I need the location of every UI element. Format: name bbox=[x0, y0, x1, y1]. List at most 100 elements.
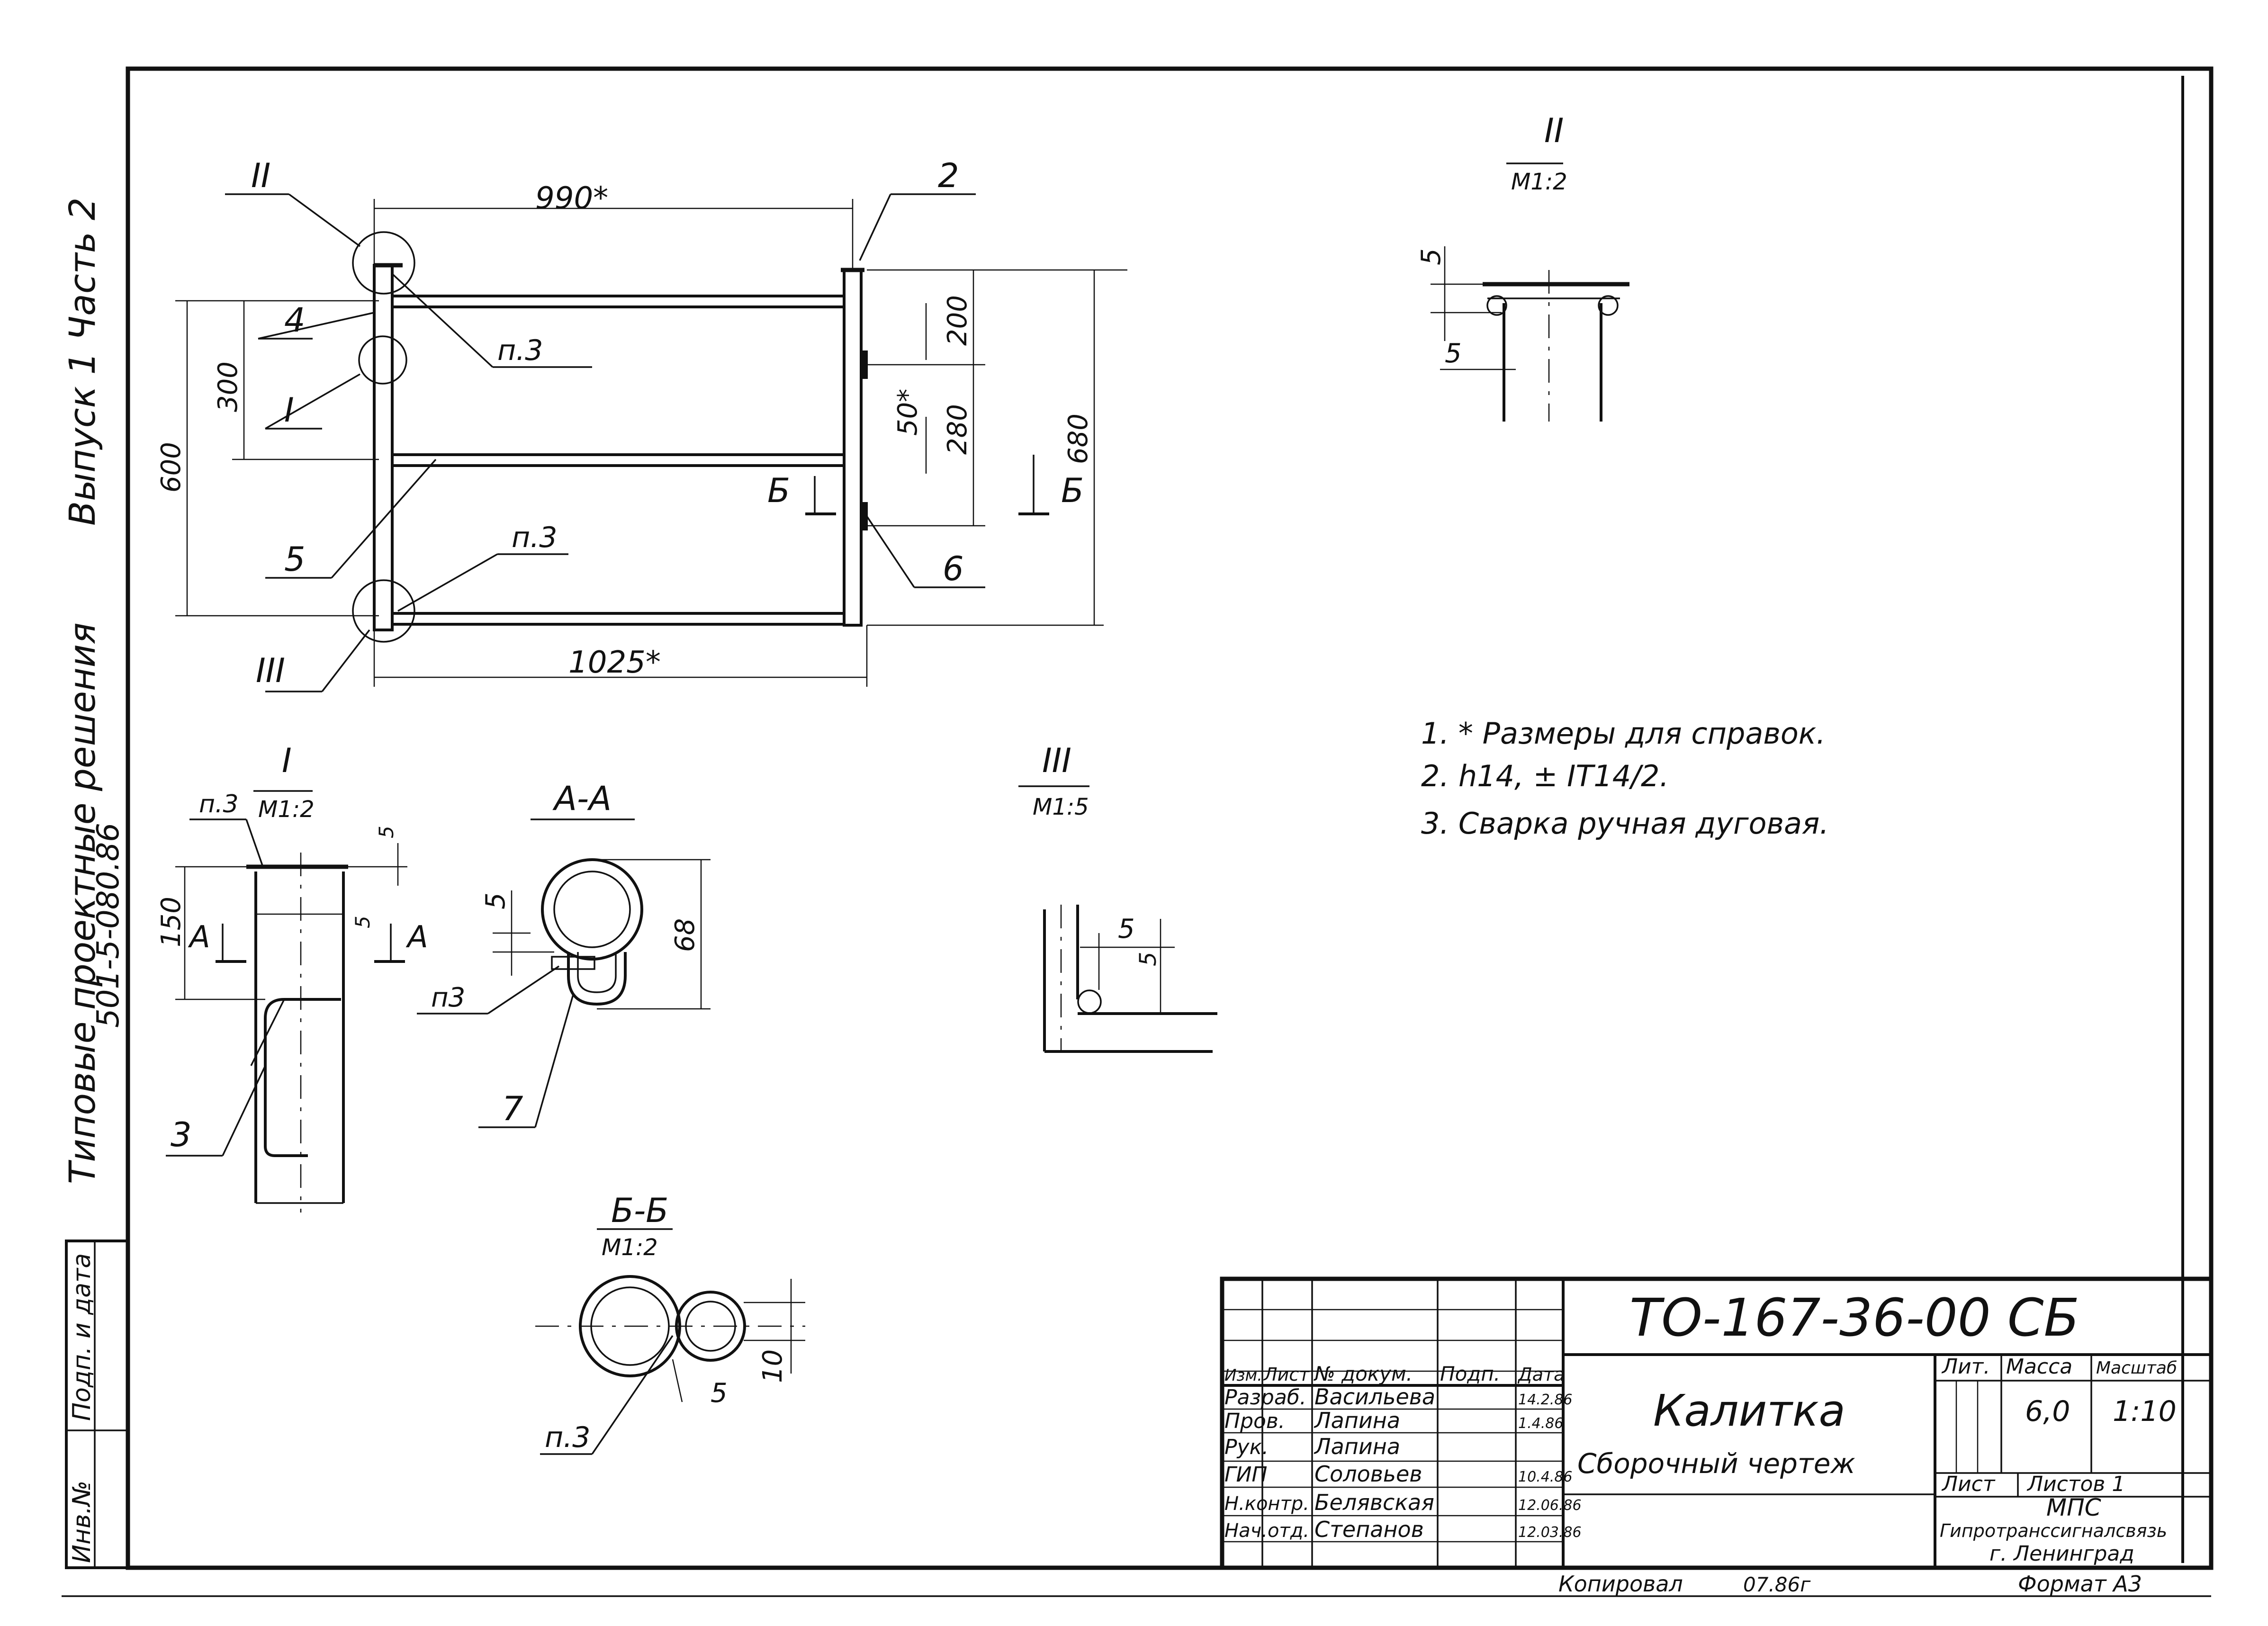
sheet-frame bbox=[62, 66, 2214, 1597]
section-BB: Б-Б М1:2 10 5 п.3 bbox=[535, 1191, 805, 1455]
dim-600: 600 bbox=[156, 442, 187, 493]
row-date-5: 12.06.86 bbox=[1518, 1497, 1582, 1514]
detail-II-scale: М1:2 bbox=[1511, 169, 1567, 195]
section-mark-b-left: Б bbox=[767, 471, 790, 510]
title-block: ТО-167-36-00 СБ Калитка Сборочный чертеж… bbox=[1220, 1276, 2214, 1570]
mass-label: Масса bbox=[2006, 1355, 2072, 1379]
pos-2: 2 bbox=[938, 156, 959, 195]
detail-I-p3: п.3 bbox=[199, 790, 239, 818]
org-1: МПС bbox=[2046, 1494, 2101, 1521]
lit-label: Лит. bbox=[1941, 1355, 1990, 1379]
row-date-1: 14.2.86 bbox=[1518, 1392, 1573, 1408]
stamp-inv-label: Инв.№ bbox=[68, 1481, 96, 1563]
detail-III-dim-5b: 5 bbox=[1135, 952, 1161, 966]
section-BB-title: Б-Б bbox=[611, 1191, 668, 1230]
detail-I: I М1:2 150 5 5 п.3 A A 3 bbox=[156, 741, 428, 1213]
detail-I-pos-3: 3 bbox=[171, 1115, 192, 1154]
row-name-4: Соловьев bbox=[1314, 1461, 1422, 1487]
detail-III-title: III bbox=[1042, 741, 1071, 780]
callout-I: I bbox=[284, 391, 294, 430]
sheets-label: Листов 1 bbox=[2026, 1472, 2125, 1496]
section-BB-dim-10: 10 bbox=[757, 1349, 788, 1383]
detail-I-dim-5b: 5 bbox=[351, 916, 374, 928]
scale-label: Масштаб bbox=[2096, 1358, 2177, 1378]
callout-II: II bbox=[251, 156, 270, 195]
section-BB-dim-5: 5 bbox=[711, 1378, 728, 1409]
section-AA-p3: п3 bbox=[431, 982, 465, 1013]
row-name-1: Васильева bbox=[1314, 1384, 1435, 1410]
dim-990: 990* bbox=[535, 181, 608, 216]
row-role-2: Пров. bbox=[1224, 1409, 1285, 1433]
section-AA-dim-5: 5 bbox=[480, 892, 511, 909]
row-role-5: Н.контр. bbox=[1224, 1493, 1309, 1515]
binding-strip: Типовые проектные решения 501-5-080.86 В… bbox=[61, 198, 129, 1569]
dim-1025: 1025* bbox=[568, 645, 661, 680]
main-view: 990* 1025* 600 300 200 280 50* 680 Б bbox=[156, 156, 1127, 692]
format-label: Формат А3 bbox=[2018, 1571, 2142, 1597]
row-date-6: 12.03.86 bbox=[1518, 1524, 1582, 1541]
note-1: 1. * Размеры для справок. bbox=[1421, 716, 1826, 751]
section-BB-scale: М1:2 bbox=[602, 1234, 658, 1261]
stamp-podp-label: Подп. и дата bbox=[68, 1253, 96, 1421]
detail-I-dim-150: 150 bbox=[156, 897, 187, 947]
pos-4: 4 bbox=[284, 301, 306, 340]
section-AA-dim-68: 68 bbox=[670, 918, 701, 952]
detail-II-title: II bbox=[1544, 111, 1564, 150]
row-role-1: Разраб. bbox=[1224, 1385, 1306, 1410]
pos-5: 5 bbox=[284, 540, 306, 579]
dim-300: 300 bbox=[213, 361, 243, 412]
section-AA-title: А-А bbox=[552, 779, 612, 818]
dim-50: 50* bbox=[892, 389, 923, 436]
detail-III-scale: М1:5 bbox=[1033, 794, 1089, 820]
binding-line3: Выпуск 1 Часть 2 bbox=[61, 198, 103, 526]
pos-p3-bottom: п.3 bbox=[512, 521, 557, 554]
copied-date: 07.86г bbox=[1743, 1573, 1811, 1596]
dim-280: 280 bbox=[942, 404, 973, 455]
head-list: Лист bbox=[1263, 1364, 1310, 1385]
row-name-5: Белявская bbox=[1314, 1490, 1434, 1515]
detail-III: III М1:5 5 5 bbox=[1018, 741, 1217, 1053]
detail-I-dim-5: 5 bbox=[375, 826, 398, 838]
notes: 1. * Размеры для справок. 2. h14, ± IT14… bbox=[1421, 716, 1829, 841]
head-podp: Подп. bbox=[1440, 1362, 1500, 1385]
row-role-4: ГИП bbox=[1224, 1463, 1268, 1487]
copied-label: Копировал bbox=[1558, 1571, 1683, 1597]
section-mark-b-right: Б bbox=[1061, 471, 1084, 510]
note-2: 2. h14, ± IT14/2. bbox=[1421, 759, 1669, 793]
bottom-captions: Копировал 07.86г Формат А3 bbox=[1558, 1571, 2142, 1597]
row-date-2: 1.4.86 bbox=[1518, 1415, 1563, 1432]
doc-type: Сборочный чертеж bbox=[1577, 1447, 1855, 1480]
section-AA-pos-7: 7 bbox=[502, 1089, 523, 1128]
dim-200: 200 bbox=[942, 295, 973, 346]
detail-I-title: I bbox=[282, 741, 292, 780]
detail-III-dim-5a: 5 bbox=[1118, 914, 1135, 944]
section-BB-p3: п.3 bbox=[545, 1421, 590, 1454]
callout-III: III bbox=[256, 651, 285, 690]
note-3: 3. Сварка ручная дуговая. bbox=[1421, 806, 1829, 841]
part-name: Калитка bbox=[1653, 1385, 1845, 1436]
head-doc: № докум. bbox=[1314, 1362, 1413, 1385]
row-date-4: 10.4.86 bbox=[1518, 1469, 1573, 1485]
dim-680: 680 bbox=[1063, 413, 1094, 464]
sheet-label: Лист bbox=[1941, 1472, 1996, 1496]
doc-number: ТО-167-36-00 СБ bbox=[1629, 1287, 2079, 1348]
pos-6: 6 bbox=[943, 549, 964, 588]
detail-I-cut-a-left: A bbox=[188, 920, 210, 955]
detail-II-dim-5a: 5 bbox=[1416, 248, 1447, 265]
head-izm: Изм. bbox=[1224, 1366, 1262, 1385]
org-3: г. Ленинград bbox=[1989, 1542, 2134, 1566]
row-name-2: Лапина bbox=[1314, 1408, 1400, 1433]
section-AA: А-А 5 68 п3 7 bbox=[417, 779, 711, 1128]
detail-I-cut-a-right: A bbox=[405, 920, 428, 955]
mass-value: 6,0 bbox=[2025, 1395, 2070, 1428]
row-name-3: Лапина bbox=[1314, 1434, 1400, 1459]
org-2: Гипротранссигналсвязь bbox=[1940, 1520, 2167, 1541]
row-role-3: Рук. bbox=[1224, 1435, 1269, 1459]
row-name-6: Степанов bbox=[1314, 1517, 1424, 1542]
scale-value: 1:10 bbox=[2113, 1395, 2177, 1428]
binding-line2: 501-5-080.86 bbox=[91, 823, 126, 1028]
binding-line1: Типовые проектные решения bbox=[61, 622, 103, 1184]
head-date: Дата bbox=[1517, 1364, 1565, 1385]
detail-I-scale: М1:2 bbox=[258, 796, 315, 823]
